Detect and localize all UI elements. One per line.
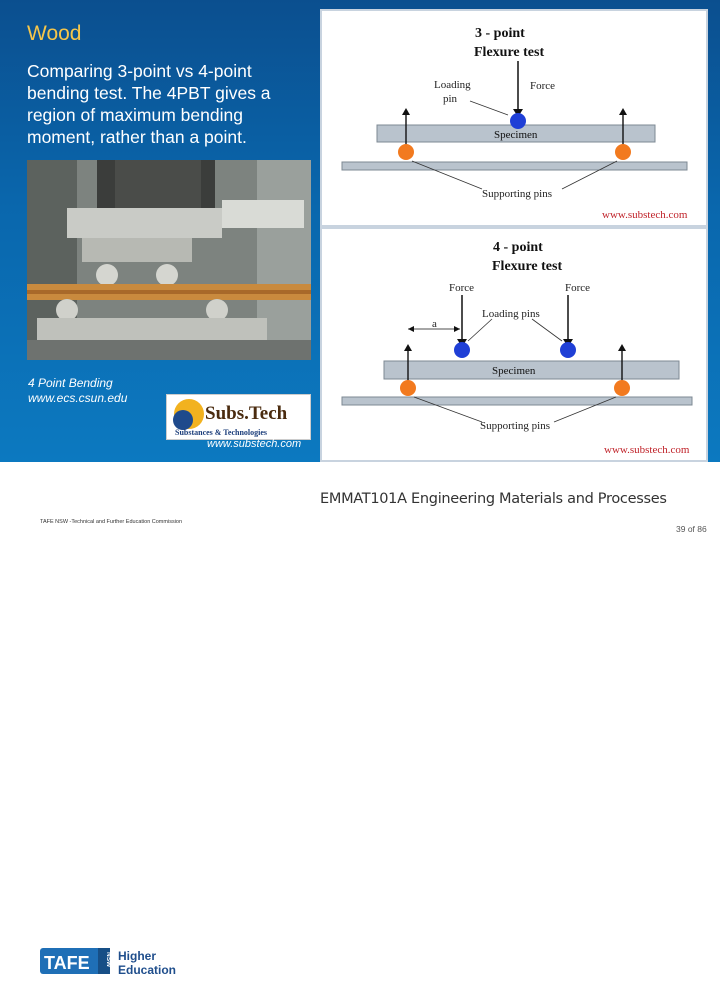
substech-logo-name: Subs.Tech (205, 403, 288, 424)
force-right-label: Force (565, 282, 590, 294)
higher-text: Higher (118, 949, 156, 963)
nsw-text: NSW (105, 952, 112, 968)
organisation-name: TAFE NSW -Technical and Further Educatio… (40, 519, 183, 525)
three-point-support-left (398, 144, 414, 160)
loading-pins-label: Loading pins (482, 308, 540, 320)
loading-pin-label-2: pin (443, 93, 458, 105)
three-point-loading-pin (510, 113, 526, 129)
slide-area: Wood Comparing 3-point vs 4-point bendin… (0, 0, 720, 462)
four-point-diagram: 4 - point Flexure test Force Force a Loa… (320, 227, 708, 462)
four-point-supporting-pins-label: Supporting pins (480, 420, 550, 432)
three-point-title-1: 3 - point (475, 26, 525, 41)
four-point-loading-pin-right (560, 342, 576, 358)
course-title: EMMAT101A Engineering Materials and Proc… (320, 491, 667, 507)
force-label: Force (530, 80, 555, 92)
four-point-title-1: 4 - point (493, 240, 543, 255)
three-point-diagram: 3 - point Flexure test Loading pin Force… (320, 9, 708, 227)
three-point-title-2: Flexure test (474, 45, 544, 60)
slide-title: Wood (27, 22, 82, 45)
three-point-watermark: www.substech.com (602, 209, 688, 221)
four-point-support-right (614, 380, 630, 396)
tafe-logo: TAFE NSW Higher Education (40, 946, 190, 983)
supporting-pins-label: Supporting pins (482, 188, 552, 200)
three-point-support-right (615, 144, 631, 160)
four-point-loading-pin-left (454, 342, 470, 358)
loading-pin-label-1: Loading (434, 79, 471, 91)
dimension-a-label: a (432, 318, 437, 330)
four-point-support-left (400, 380, 416, 396)
four-point-title-2: Flexure test (492, 259, 562, 274)
four-point-specimen-label: Specimen (492, 365, 536, 377)
substech-logo: Subs.Tech Substances & Technologies (166, 394, 311, 440)
tafe-text: TAFE (44, 953, 90, 973)
caption-title: 4 Point Bending (28, 376, 113, 390)
page-number: 39 of 86 (676, 524, 707, 534)
substech-logo-sub: Substances & Technologies (175, 428, 267, 437)
caption-url: www.ecs.csun.edu (28, 391, 128, 405)
photo-caption: 4 Point Bending www.ecs.csun.edu (28, 376, 127, 406)
education-text: Education (118, 963, 176, 977)
force-left-label: Force (449, 282, 474, 294)
bending-test-photo (27, 160, 311, 360)
four-point-watermark: www.substech.com (604, 444, 690, 456)
slide-body-text: Comparing 3-point vs 4-point bending tes… (27, 61, 271, 147)
specimen-label: Specimen (494, 129, 538, 141)
footer: TAFE NSW Higher Education EMMAT101A Engi… (0, 462, 720, 977)
substech-url: www.substech.com (207, 438, 302, 450)
